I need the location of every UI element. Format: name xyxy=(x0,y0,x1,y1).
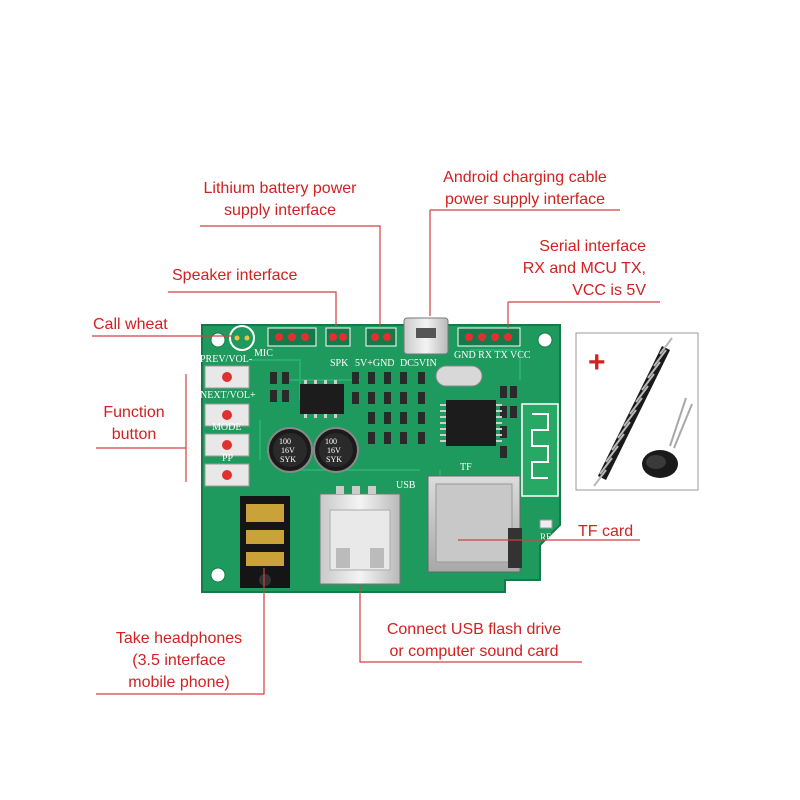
audio-jack-3.5mm xyxy=(240,496,290,588)
leader-lines xyxy=(92,209,660,695)
callout-usb-line-2: or computer sound card xyxy=(389,643,559,660)
crystal-oscillator xyxy=(435,365,483,387)
silk-dc5vin: DC5VIN xyxy=(400,358,437,369)
cap2-label-2: 16V xyxy=(327,446,341,455)
mic-header xyxy=(267,327,317,347)
callout-function-line-2: button xyxy=(111,426,157,443)
silk-mic: MIC xyxy=(254,348,273,359)
mic-pad xyxy=(229,325,255,351)
main-chip xyxy=(440,400,502,446)
callout-lithium-line-2: supply interface xyxy=(223,202,337,219)
callout-headphones-line-2: (3.5 interface xyxy=(132,652,226,669)
cap1-label-2: 16V xyxy=(281,446,295,455)
tf-card-slot xyxy=(427,475,522,573)
micro-usb-port xyxy=(403,317,449,355)
callout-speaker-interface: Speaker interface xyxy=(172,267,298,284)
usb-a-port xyxy=(319,486,401,585)
callout-serial-line-3: VCC is 5V xyxy=(572,282,646,299)
pin-header-strip xyxy=(593,337,673,487)
callout-call-wheat: Call wheat xyxy=(93,316,168,333)
speaker-header xyxy=(325,327,351,347)
capacitor-2 xyxy=(313,427,359,473)
callout-android-line-2: power supply interface xyxy=(444,191,606,208)
silk-pp: PP xyxy=(222,453,234,464)
silk-serial: GND RX TX VCC xyxy=(454,350,531,361)
silk-next-vol: NEXT/VOL+ xyxy=(200,390,256,401)
electret-microphone xyxy=(642,397,693,478)
red-led xyxy=(539,519,553,529)
callout-tf-card: TF card xyxy=(578,523,634,540)
function-buttons xyxy=(204,365,250,487)
cap1-label-1: 100 xyxy=(279,437,291,446)
callout-headphones: Take headphones (3.5 interface mobile ph… xyxy=(98,628,260,694)
silk-prev-vol: PREV/VOL- xyxy=(200,354,252,365)
callout-function-line-1: Function xyxy=(103,404,165,421)
smd-components xyxy=(270,372,517,458)
callout-serial-interface: Serial interface RX and MCU TX, VCC is 5… xyxy=(494,236,646,302)
silk-mode: MODE xyxy=(212,422,241,433)
callout-lithium-line-1: Lithium battery power xyxy=(203,180,357,197)
callout-headphones-line-3: mobile phone) xyxy=(128,674,230,691)
silk-tf: TF xyxy=(460,462,472,473)
callout-usb-flash: Connect USB flash drive or computer soun… xyxy=(364,619,584,663)
silk-spk: SPK xyxy=(330,358,349,369)
silk-usb: USB xyxy=(396,480,416,491)
callout-android-charging: Android charging cable power supply inte… xyxy=(424,167,626,211)
antenna-module xyxy=(521,403,559,497)
cap1-label-3: SYK xyxy=(280,455,296,464)
amplifier-chip xyxy=(300,380,344,418)
callout-android-line-1: Android charging cable xyxy=(443,169,607,186)
callout-function-button: Function button xyxy=(94,402,174,446)
callout-lithium-battery: Lithium battery power supply interface xyxy=(186,178,374,222)
silk-red: RED xyxy=(540,532,559,542)
silkscreen: PREV/VOL- NEXT/VOL+ MODE PP MIC SPK 5V+G… xyxy=(200,348,559,542)
plus-sign: + xyxy=(588,346,606,379)
callout-headphones-line-1: Take headphones xyxy=(115,630,243,647)
lithium-header xyxy=(365,327,397,347)
cap2-label-3: SYK xyxy=(326,455,342,464)
silk-power: 5V+GND xyxy=(355,358,395,369)
callout-usb-line-1: Connect USB flash drive xyxy=(386,621,562,638)
cap2-label-1: 100 xyxy=(325,437,337,446)
callout-serial-line-2: RX and MCU TX, xyxy=(522,260,646,277)
callout-serial-line-1: Serial interface xyxy=(539,238,646,255)
capacitor-1 xyxy=(267,427,313,473)
serial-header xyxy=(457,327,521,347)
